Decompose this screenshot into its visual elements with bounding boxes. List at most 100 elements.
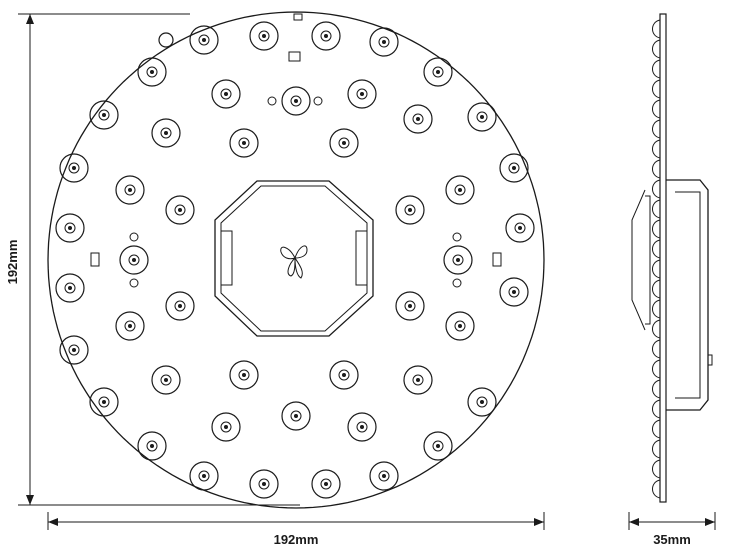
depth-label: 35mm — [653, 532, 691, 547]
led-chip — [160, 374, 172, 386]
led-lens — [229, 128, 259, 158]
mounting-hole — [158, 32, 174, 48]
hole — [129, 232, 139, 242]
led-dot — [128, 188, 132, 192]
led-chip — [508, 162, 520, 174]
driver-housing — [214, 180, 374, 337]
led-lens — [445, 175, 475, 205]
led-chip — [356, 421, 368, 433]
led-chip — [290, 95, 302, 107]
side-lens — [652, 299, 661, 319]
side-lens — [652, 379, 661, 399]
led-dot — [102, 400, 106, 404]
led-lens — [395, 291, 425, 321]
led-lens — [443, 245, 473, 275]
side-view — [631, 13, 713, 503]
led-dot — [132, 258, 136, 262]
hole — [452, 232, 462, 242]
side-lens — [652, 399, 661, 419]
led-chip — [320, 30, 332, 42]
led-chip — [68, 344, 80, 356]
led-dot — [512, 166, 516, 170]
led-chip — [146, 66, 158, 78]
led-chip — [508, 286, 520, 298]
led-dot — [360, 425, 364, 429]
led-lens — [55, 213, 85, 243]
led-dot — [224, 92, 228, 96]
led-lens — [115, 175, 145, 205]
led-lens — [311, 469, 341, 499]
led-dot — [178, 208, 182, 212]
led-dot — [72, 166, 76, 170]
led-dot — [408, 304, 412, 308]
led-lens — [89, 387, 119, 417]
led-chip — [124, 184, 136, 196]
led-lens — [369, 27, 399, 57]
width-label: 192mm — [274, 532, 319, 547]
led-dot — [128, 324, 132, 328]
led-dot — [360, 92, 364, 96]
led-lens — [137, 431, 167, 461]
led-chip — [412, 374, 424, 386]
led-dot — [324, 482, 328, 486]
led-dot — [102, 113, 106, 117]
led-lens — [119, 245, 149, 275]
led-chip — [452, 254, 464, 266]
led-chip — [98, 109, 110, 121]
led-chip — [514, 222, 526, 234]
led-dot — [342, 141, 346, 145]
led-chip — [238, 137, 250, 149]
led-lens — [211, 79, 241, 109]
led-lens — [347, 412, 377, 442]
led-lens — [137, 57, 167, 87]
led-chip — [412, 113, 424, 125]
led-lens — [189, 461, 219, 491]
led-dot — [408, 208, 412, 212]
led-dot — [458, 188, 462, 192]
led-chip — [338, 137, 350, 149]
led-dot — [416, 117, 420, 121]
led-chip — [378, 36, 390, 48]
side-lens — [652, 279, 661, 299]
led-lens — [89, 100, 119, 130]
led-lens — [329, 128, 359, 158]
led-lens — [403, 104, 433, 134]
led-dot — [480, 115, 484, 119]
side-lens — [652, 19, 661, 39]
side-lens — [652, 259, 661, 279]
led-dot — [382, 474, 386, 478]
side-lens — [652, 419, 661, 439]
led-dot — [342, 373, 346, 377]
side-lens — [652, 179, 661, 199]
side-driver — [666, 179, 709, 411]
board-outline — [47, 11, 545, 509]
led-chip — [404, 300, 416, 312]
led-chip — [128, 254, 140, 266]
led-dot — [324, 34, 328, 38]
width-dimension: 192mm — [47, 512, 545, 547]
led-chip — [64, 282, 76, 294]
butterfly-icon — [280, 245, 308, 279]
side-lens — [652, 319, 661, 339]
led-dot — [262, 482, 266, 486]
side-lens — [652, 59, 661, 79]
led-lens — [165, 195, 195, 225]
led-dot — [436, 70, 440, 74]
hole — [267, 96, 277, 106]
led-chip — [454, 320, 466, 332]
led-lens — [59, 153, 89, 183]
left-slot — [90, 252, 100, 267]
led-lens — [403, 365, 433, 395]
led-lens — [281, 401, 311, 431]
led-dot — [224, 425, 228, 429]
led-chip — [98, 396, 110, 408]
led-lens — [151, 365, 181, 395]
side-lens — [652, 39, 661, 59]
led-dot — [202, 474, 206, 478]
side-lens — [652, 479, 661, 499]
led-dot — [68, 226, 72, 230]
led-chip — [258, 478, 270, 490]
led-dot — [150, 444, 154, 448]
led-chip — [476, 111, 488, 123]
